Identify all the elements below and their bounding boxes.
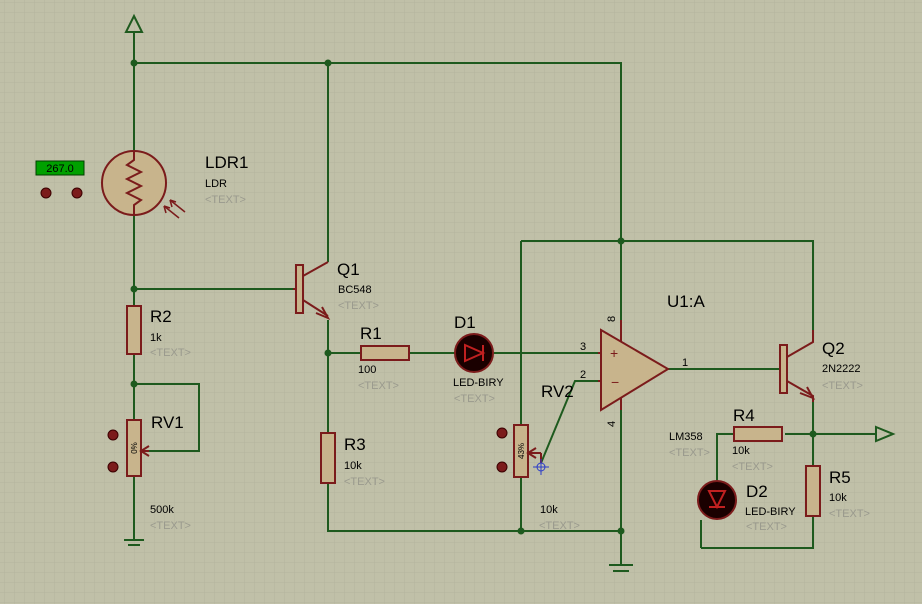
u1-pin-out: 1 [682, 357, 688, 369]
ldr1-ref: LDR1 [205, 153, 248, 172]
q1[interactable]: Q1 BC548 <TEXT> [293, 260, 379, 321]
d1[interactable]: D1 LED-BIRY <TEXT> [453, 313, 504, 405]
u1-pin-plus: 3 [580, 341, 586, 353]
r1-ref: R1 [360, 324, 382, 343]
d2[interactable]: D2 LED-BIRY <TEXT> [697, 480, 796, 533]
rv2-ref: RV2 [541, 382, 574, 401]
r1[interactable]: R1 100 <TEXT> [358, 324, 410, 392]
r3-value: 10k [344, 460, 362, 472]
r5-text: <TEXT> [829, 508, 870, 520]
rv2-wiper-percent: 43% [517, 443, 526, 459]
minus-icon: − [611, 374, 619, 390]
r4[interactable]: R4 10k <TEXT> [732, 406, 783, 473]
q2-text: <TEXT> [822, 380, 863, 392]
r2-text: <TEXT> [150, 347, 191, 359]
rv1-value: 500k [150, 504, 174, 516]
rv1-ref: RV1 [151, 413, 184, 432]
cursor-crosshair-icon [533, 459, 549, 475]
d1-value: LED-BIRY [453, 377, 504, 389]
r5-value: 10k [829, 492, 847, 504]
output-terminal-icon[interactable] [875, 425, 896, 443]
rv1[interactable]: 0% RV1 500k <TEXT> [107, 413, 191, 532]
d1-text: <TEXT> [454, 393, 495, 405]
u1-text: <TEXT> [669, 447, 710, 459]
d2-value: LED-BIRY [745, 506, 796, 518]
q1-value: BC548 [338, 284, 372, 296]
rv1-increase-icon[interactable] [107, 429, 119, 441]
rv1-text: <TEXT> [150, 520, 191, 532]
r4-value: 10k [732, 445, 750, 457]
ldr1[interactable]: LDR1 LDR <TEXT> [101, 150, 248, 219]
ground-icon-main [609, 564, 633, 572]
plus-icon: + [610, 345, 618, 361]
r2-value: 1k [150, 332, 162, 344]
probe-pin-left [40, 187, 52, 199]
rv2-text: <TEXT> [539, 520, 580, 532]
r4-ref: R4 [733, 406, 755, 425]
r3-text: <TEXT> [344, 476, 385, 488]
r2[interactable]: R2 1k <TEXT> [126, 305, 191, 359]
u1-value: LM358 [669, 431, 703, 443]
probe-reading: 267.0 [46, 163, 74, 175]
q1-ref: Q1 [337, 260, 360, 279]
u1-pin-gnd: 4 [606, 421, 618, 427]
r5[interactable]: R5 10k <TEXT> [805, 465, 870, 520]
wires [133, 32, 876, 565]
rv2-value: 10k [540, 504, 558, 516]
voltage-probe[interactable]: 267.0 [35, 160, 85, 199]
power-terminal-icon[interactable] [124, 13, 144, 33]
ground-icon-rv1 [124, 539, 144, 546]
r2-ref: R2 [150, 307, 172, 326]
d2-ref: D2 [746, 482, 768, 501]
d1-ref: D1 [454, 313, 476, 332]
q2-value: 2N2222 [822, 363, 861, 375]
rv1-wiper-percent: 0% [130, 442, 139, 454]
u1-pin-vcc: 8 [606, 316, 618, 322]
r5-ref: R5 [829, 468, 851, 487]
rv2[interactable]: 43% RV2 10k <TEXT> [496, 382, 580, 532]
ldr1-value: LDR [205, 178, 227, 190]
q2[interactable]: Q2 2N2222 <TEXT> [779, 330, 863, 402]
u1-pin-minus: 2 [580, 369, 586, 381]
d2-text: <TEXT> [746, 521, 787, 533]
ldr1-text: <TEXT> [205, 194, 246, 206]
r1-value: 100 [358, 364, 376, 376]
r1-text: <TEXT> [358, 380, 399, 392]
rv2-increase-icon[interactable] [496, 427, 508, 439]
q1-text: <TEXT> [338, 300, 379, 312]
light-arrow-icon [163, 199, 186, 219]
r3-ref: R3 [344, 435, 366, 454]
u1-ref: U1:A [667, 292, 705, 311]
u1a-opamp[interactable]: + − 3 2 1 8 4 U1:A LM358 <TEXT> [580, 292, 710, 459]
rv2-decrease-icon[interactable] [496, 461, 508, 473]
q2-ref: Q2 [822, 339, 845, 358]
junctions [130, 59, 817, 535]
r3[interactable]: R3 10k <TEXT> [320, 432, 385, 488]
probe-pin-right [71, 187, 83, 199]
r4-text: <TEXT> [732, 461, 773, 473]
rv1-decrease-icon[interactable] [107, 461, 119, 473]
